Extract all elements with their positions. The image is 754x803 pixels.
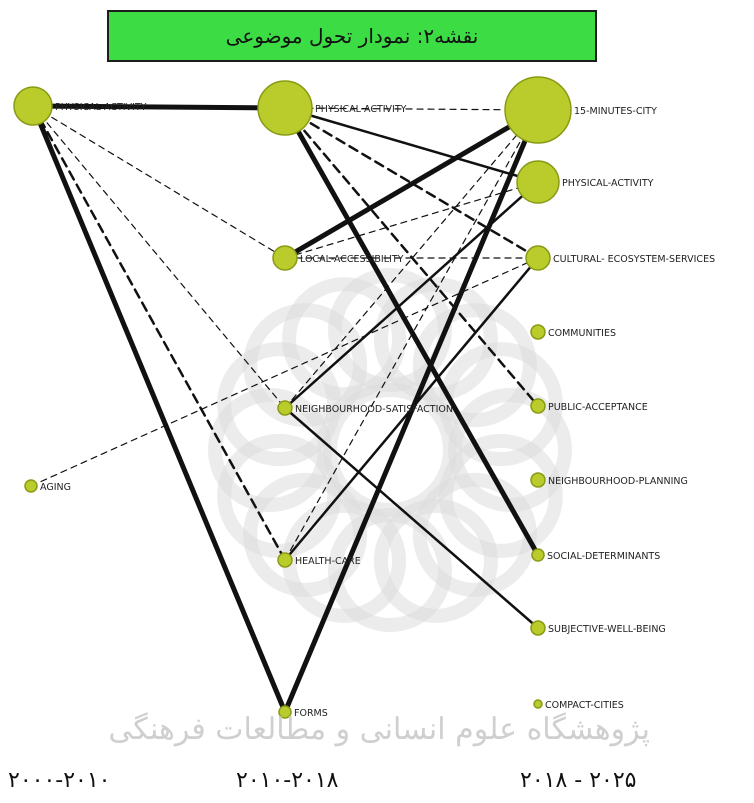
node-circle-p3-cultural	[525, 245, 551, 271]
period-label-1: ۲۰۰۰-۲۰۱۰	[8, 768, 111, 793]
node-label-p3-social: SOCIAL-DETERMINANTS	[547, 551, 660, 562]
node-label-p1-physical: PHYSICAL-ACTIVITY	[55, 102, 147, 113]
edge-p2-physical-to-p3-public	[283, 106, 540, 408]
node-circle-p2-neigh-sat	[277, 400, 293, 416]
node-label-p3-15min: 15-MINUTES-CITY	[574, 106, 657, 117]
diagram-title: نقشه۲: نمودار تحول موضوعی	[107, 10, 597, 62]
node-label-p3-compact: COMPACT-CITIES	[545, 700, 624, 711]
node-label-p2-local: LOCAL-ACCESSIBILITY	[300, 254, 404, 265]
node-circle-p3-physical	[516, 160, 560, 204]
edge-p1-physical-to-p2-physical	[30, 103, 288, 111]
node-p1-physical: PHYSICAL-ACTIVITY	[13, 86, 147, 126]
node-label-p3-subjective: SUBJECTIVE-WELL-BEING	[548, 624, 666, 635]
node-label-p2-physical: PHYSICAL-ACTIVITY	[315, 104, 407, 115]
node-label-p3-communities: COMMUNITIES	[548, 328, 616, 339]
node-label-p2-forms: FORMS	[294, 708, 328, 719]
node-p2-health: HEALTH-CARE	[277, 552, 361, 568]
edge-p2-local-to-p3-physical	[284, 181, 539, 259]
node-p3-subjective: SUBJECTIVE-WELL-BEING	[530, 620, 666, 636]
edge-p1-physical-to-p2-neigh-sat	[32, 105, 286, 409]
edge-p1-physical-to-p2-local	[32, 105, 286, 259]
node-circle-p3-subjective	[530, 620, 546, 636]
node-p2-forms: FORMS	[278, 705, 328, 719]
watermark-text: پژوهشگاه علوم انسانی و مطالعات فرهنگی	[108, 712, 650, 747]
node-p3-15min: 15-MINUTES-CITY	[504, 76, 657, 144]
node-label-p3-cultural: CULTURAL- ECOSYSTEM-SERVICES	[553, 254, 715, 265]
node-circle-p1-aging	[24, 479, 38, 493]
node-p1-aging: AGING	[24, 479, 71, 493]
node-circle-p3-neigh-plan	[530, 472, 546, 488]
node-circle-p2-physical	[257, 80, 313, 136]
node-circle-p3-public	[530, 398, 546, 414]
edge-p2-forms-to-p3-15min	[282, 107, 541, 715]
node-label-p3-physical: PHYSICAL-ACTIVITY	[562, 178, 654, 189]
node-circle-p2-local	[272, 245, 298, 271]
edge-p2-local-to-p3-15min	[282, 107, 541, 261]
node-circle-p3-communities	[530, 324, 546, 340]
node-p3-compact: COMPACT-CITIES	[533, 699, 624, 711]
period-label-2: ۲۰۱۰-۲۰۱۸	[236, 768, 339, 793]
edge-p2-physical-to-p3-social	[282, 105, 541, 558]
edge-p2-physical-to-p3-physical	[283, 106, 540, 184]
node-p2-physical: PHYSICAL-ACTIVITY	[257, 80, 407, 136]
node-label-p1-aging: AGING	[40, 482, 71, 493]
edge-p2-physical-to-p3-cultural	[283, 106, 540, 260]
node-p2-neigh-sat: NEIGHBOURHOOD-SATISFACTION	[277, 400, 453, 416]
node-circle-p3-compact	[533, 699, 543, 709]
node-circle-p2-health	[277, 552, 293, 568]
node-circle-p2-forms	[278, 705, 292, 719]
period-label-3: ۲۰۱۸ - ۲۰۲۵	[520, 768, 637, 793]
node-p3-social: SOCIAL-DETERMINANTS	[531, 548, 660, 562]
node-circle-p3-15min	[504, 76, 572, 144]
node-label-p3-neigh-plan: NEIGHBOURHOOD-PLANNING	[548, 476, 688, 487]
node-p3-communities: COMMUNITIES	[530, 324, 616, 340]
edge-p2-neigh-sat-to-p3-physical	[283, 180, 540, 410]
node-p3-public: PUBLIC-ACCEPTANCE	[530, 398, 648, 414]
node-label-p2-neigh-sat: NEIGHBOURHOOD-SATISFACTION	[295, 404, 453, 415]
node-p3-cultural: CULTURAL- ECOSYSTEM-SERVICES	[525, 245, 715, 271]
edge-p2-physical-to-p3-15min	[284, 107, 539, 111]
edge-p1-physical-to-p2-health	[31, 104, 287, 562]
edge-p2-health-to-p3-15min	[284, 109, 539, 561]
node-label-p3-public: PUBLIC-ACCEPTANCE	[548, 402, 648, 413]
edge-p1-aging-to-p3-cultural	[30, 257, 539, 487]
node-circle-p1-physical	[13, 86, 53, 126]
node-label-p2-health: HEALTH-CARE	[295, 556, 361, 567]
node-circle-p3-social	[531, 548, 545, 562]
node-p2-local: LOCAL-ACCESSIBILITY	[272, 245, 404, 271]
edge-p2-neigh-sat-to-p3-subjective	[283, 406, 540, 630]
edge-p1-physical-to-p2-forms	[30, 103, 288, 715]
node-p3-physical: PHYSICAL-ACTIVITY	[516, 160, 654, 204]
node-p3-neigh-plan: NEIGHBOURHOOD-PLANNING	[530, 472, 688, 488]
